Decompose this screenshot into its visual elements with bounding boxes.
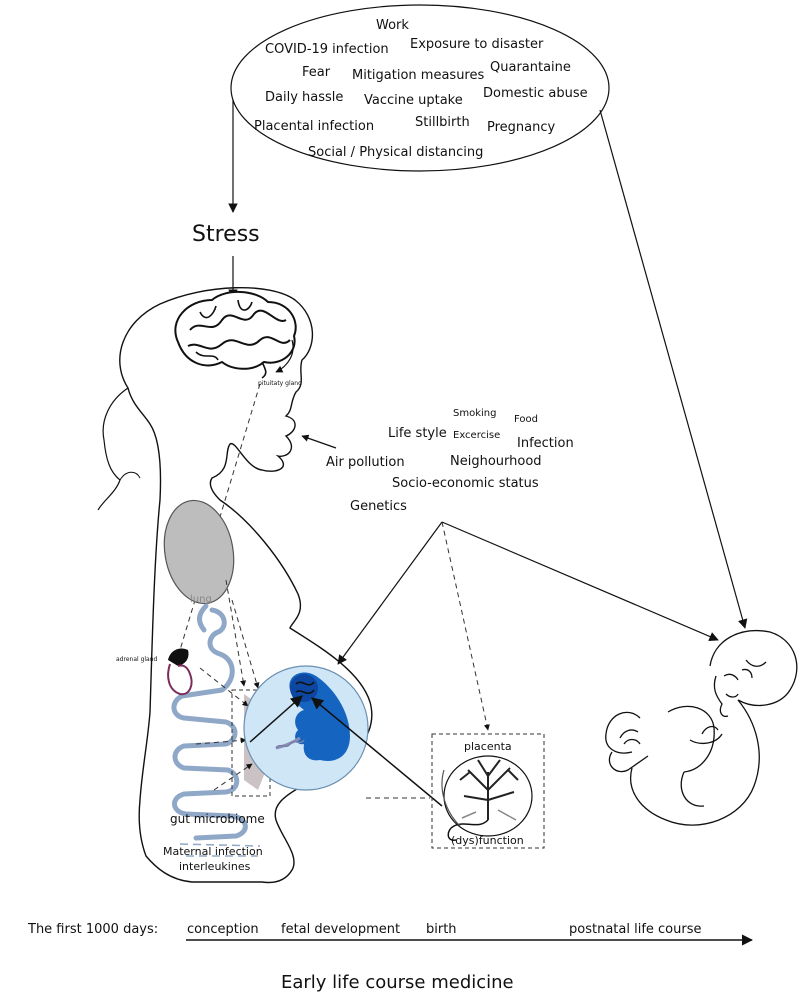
timeline-birth: birth — [426, 923, 457, 936]
life-style-label: Life style — [388, 427, 447, 440]
lung-icon — [156, 495, 241, 609]
maternal-infection-label: Maternal infection — [163, 846, 263, 857]
pituitary-label: pituitaty gland — [258, 381, 302, 387]
mother-hair — [98, 388, 128, 510]
timeline-conception: conception — [187, 923, 259, 936]
infection-label: Infection — [517, 437, 574, 450]
footer-title: Early life course medicine — [281, 974, 514, 992]
mother-silhouette — [120, 288, 372, 883]
socio-economic-label: Socio-economic status — [392, 477, 539, 490]
factor-quarantaine: Quarantaine — [490, 61, 571, 74]
food-label: Food — [514, 415, 538, 425]
factor-fear: Fear — [302, 66, 330, 79]
arrow-to-newborn — [600, 110, 745, 628]
genetics-label: Genetics — [350, 500, 407, 513]
lung-label: lung — [190, 595, 212, 605]
timeline-fetal-development: fetal development — [281, 923, 400, 936]
gut-microbiome-label: gut microbiome — [170, 813, 265, 825]
dysfunction-label: (dys)function — [451, 835, 524, 846]
factor-work: Work — [376, 19, 409, 32]
factor-distancing: Social / Physical distancing — [308, 146, 483, 159]
adrenal-label: adrenal gland — [116, 657, 157, 663]
smoking-label: Smoking — [453, 409, 496, 419]
factor-covid: COVID-19 infection — [265, 43, 389, 56]
factor-pregnancy: Pregnancy — [487, 121, 555, 134]
placenta-icon — [442, 756, 532, 840]
brain-icon — [175, 292, 295, 378]
factor-disaster: Exposure to disaster — [410, 38, 543, 51]
timeline-postnatal: postnatal life course — [569, 923, 701, 936]
placenta-label: placenta — [464, 741, 512, 752]
timeline-prefix: The first 1000 days: — [28, 923, 158, 936]
factor-mitigation: Mitigation measures — [352, 69, 484, 82]
factor-domestic-abuse: Domestic abuse — [483, 87, 588, 100]
factor-placental-infection: Placental infection — [254, 120, 374, 133]
factor-vaccine: Vaccine uptake — [364, 94, 463, 107]
stress-label: Stress — [192, 224, 260, 246]
factor-stillbirth: Stillbirth — [415, 116, 470, 129]
factor-daily-hassle: Daily hassle — [265, 91, 343, 104]
newborn-icon — [606, 631, 797, 825]
excercise-label: Excercise — [453, 431, 500, 441]
air-pollution-label: Air pollution — [326, 456, 405, 469]
interleukines-label: interleukines — [179, 861, 250, 872]
adrenal-gland-icon — [168, 648, 192, 694]
neighbourhood-label: Neighourhood — [450, 455, 542, 468]
gut-icon — [174, 610, 245, 838]
